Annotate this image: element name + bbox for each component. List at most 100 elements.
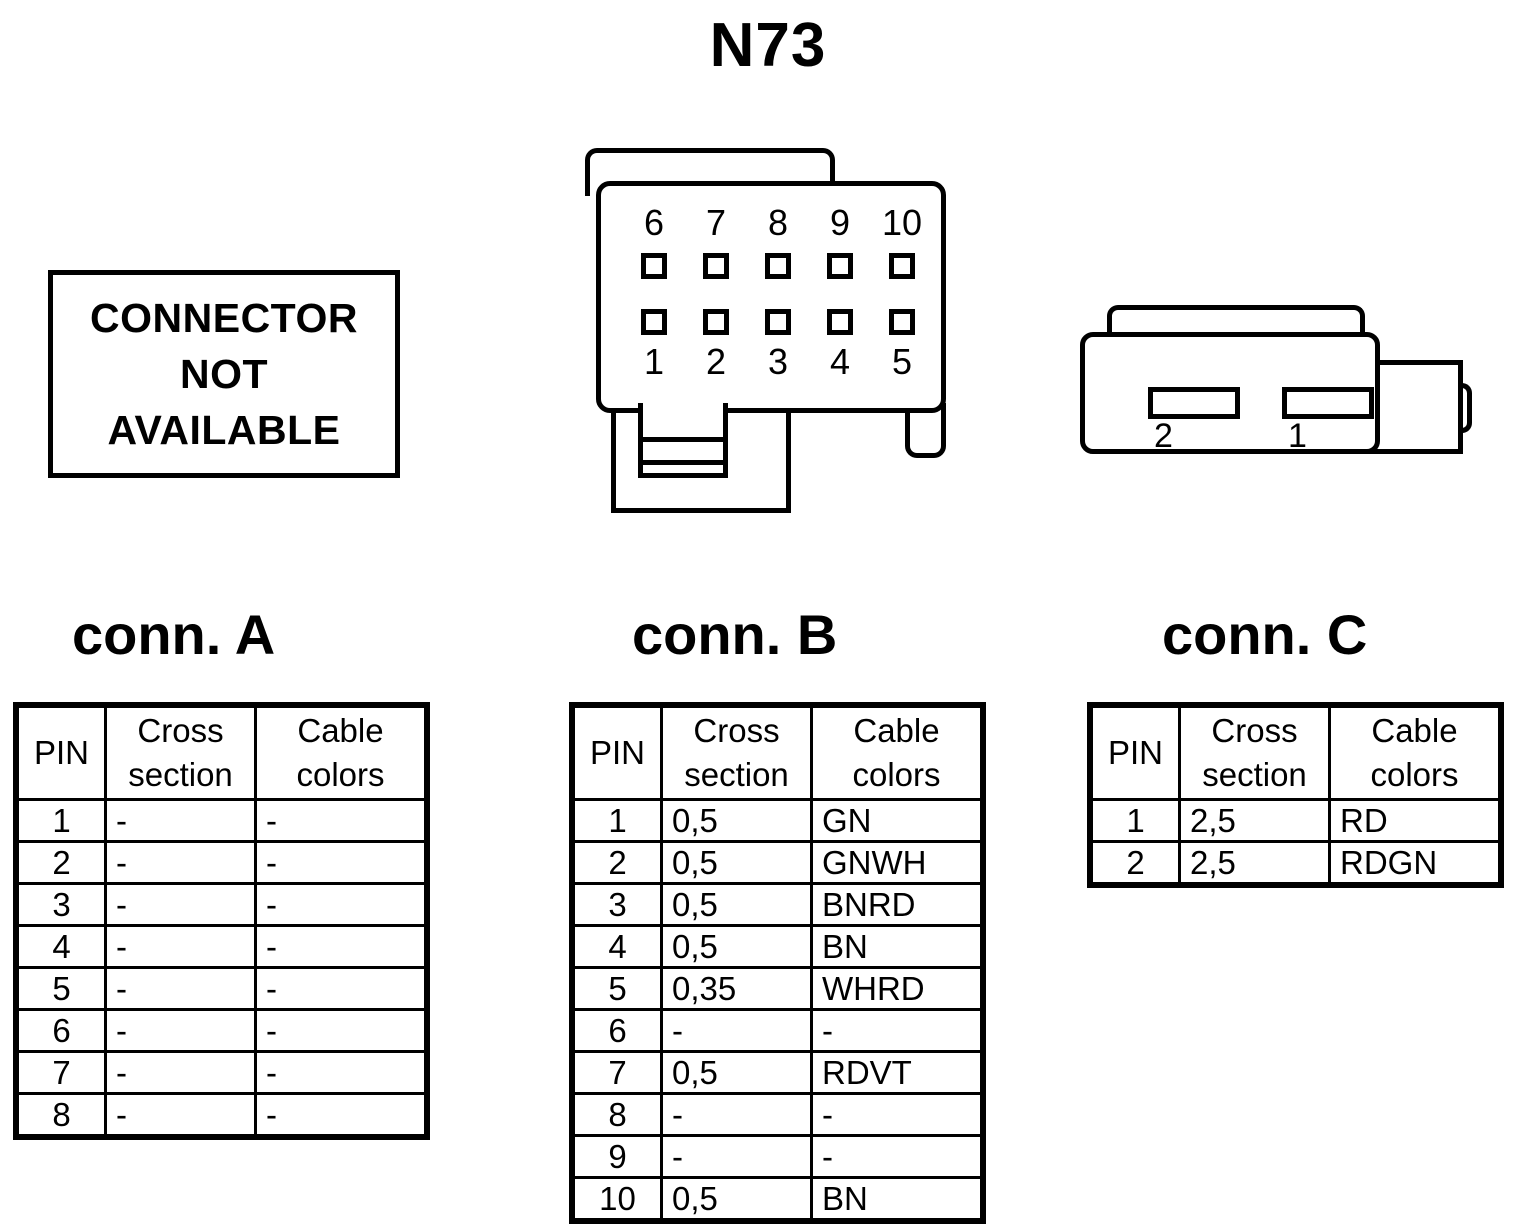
cell-cross-section: 0,5 [660, 924, 813, 969]
cell-pin: 4 [16, 924, 107, 969]
cell-cross-section: - [104, 882, 257, 927]
cell-pin: 2 [572, 840, 663, 885]
cell-pin: 7 [572, 1050, 663, 1095]
cell-cable-colors: - [810, 1134, 983, 1179]
connector-b-pin-label-5: 5 [891, 341, 913, 382]
connector-b-pin-socket-6 [641, 253, 667, 279]
cell-pin: 2 [16, 840, 107, 885]
cell-cross-section: - [104, 966, 257, 1011]
not-available-line-1: CONNECTOR [90, 295, 358, 341]
cell-cable-colors: - [810, 1008, 983, 1053]
cell-cross-section: - [660, 1134, 813, 1179]
connector-b-pin-label-3: 3 [767, 341, 789, 382]
cell-pin: 5 [16, 966, 107, 1011]
connector-b-pin-label-6: 6 [643, 202, 665, 243]
cell-cross-section: - [104, 840, 257, 885]
cell-pin: 5 [572, 966, 663, 1011]
cell-cable-colors: - [254, 840, 427, 885]
connector-b-pin-label-2: 2 [705, 341, 727, 382]
conn-a-pin-table: PIN Cross section Cable colors 1--2--3--… [13, 702, 430, 1140]
connector-b-pin-label-7: 7 [705, 202, 727, 243]
header-cable-colors-line1: Cable [853, 712, 940, 749]
cell-cross-section: 0,5 [660, 1050, 813, 1095]
cell-cable-colors: - [254, 1092, 427, 1137]
header-cross-section-line1: Cross [137, 712, 224, 749]
not-available-line-3: AVAILABLE [107, 407, 341, 453]
header-cross-section-line2: section [1202, 756, 1307, 793]
cell-cable-colors: - [254, 798, 427, 843]
table-row: 2-- [16, 840, 427, 885]
table-header-row: PIN Cross section Cable colors [1090, 705, 1501, 801]
heading-conn-a: conn. A [72, 603, 276, 666]
header-cross-section-line1: Cross [1211, 712, 1298, 749]
cell-pin: 1 [16, 798, 107, 843]
connector-b-pin-label-4: 4 [829, 341, 851, 382]
table-row: 4-- [16, 924, 427, 969]
cell-pin: 9 [572, 1134, 663, 1179]
connector-c-slot-2 [1148, 387, 1240, 419]
cell-cable-colors: RDGN [1328, 840, 1501, 885]
header-cross-section-line2: section [128, 756, 233, 793]
cell-cross-section: - [104, 1092, 257, 1137]
header-cable-colors-line2: colors [1370, 756, 1459, 793]
connector-b-latch [638, 403, 728, 478]
table-row: 6-- [572, 1008, 983, 1053]
header-cross-section: Cross section [660, 705, 813, 801]
heading-conn-b: conn. B [632, 603, 838, 666]
cell-cross-section: - [104, 1050, 257, 1095]
cell-pin: 8 [16, 1092, 107, 1137]
connector-b-pin-socket-10 [889, 253, 915, 279]
header-cable-colors-line1: Cable [1371, 712, 1458, 749]
connector-b-pin-socket-2 [703, 309, 729, 335]
connector-b-pin-label-10: 10 [881, 202, 923, 243]
cell-pin: 6 [572, 1008, 663, 1053]
header-pin: PIN [572, 705, 663, 801]
cell-cable-colors: - [254, 1008, 427, 1053]
cell-pin: 6 [16, 1008, 107, 1053]
cell-cable-colors: RD [1328, 798, 1501, 843]
table-row: 7-- [16, 1050, 427, 1095]
connector-b-pin-socket-7 [703, 253, 729, 279]
connector-c-drawing: 2 1 [1080, 305, 1500, 480]
connector-b-pin-label-9: 9 [829, 202, 851, 243]
cell-cable-colors: - [254, 966, 427, 1011]
connector-b-drawing: 6 7 8 9 10 1 2 3 4 5 [575, 148, 965, 528]
cell-cross-section: 0,5 [660, 840, 813, 885]
page-title: N73 [709, 11, 827, 80]
header-cable-colors: Cable colors [810, 705, 983, 801]
header-pin: PIN [16, 705, 107, 801]
connector-b-pin-socket-8 [765, 253, 791, 279]
cell-cross-section: 2,5 [1178, 840, 1331, 885]
cell-cross-section: 0,5 [660, 1176, 813, 1221]
cell-pin: 1 [1090, 798, 1181, 843]
header-cable-colors-line2: colors [852, 756, 941, 793]
header-cable-colors-line2: colors [296, 756, 385, 793]
connector-b-pin-label-8: 8 [767, 202, 789, 243]
connector-b-pin-socket-3 [765, 309, 791, 335]
connector-b-pin-layout: 6 7 8 9 10 1 2 3 4 5 [596, 181, 946, 413]
cell-cross-section: - [104, 798, 257, 843]
connector-c-slot-label-2: 2 [1154, 417, 1173, 455]
cell-cable-colors: GN [810, 798, 983, 843]
cell-cross-section: 2,5 [1178, 798, 1331, 843]
cell-cross-section: 0,5 [660, 798, 813, 843]
cell-cross-section: - [660, 1092, 813, 1137]
header-cable-colors: Cable colors [254, 705, 427, 801]
cell-cable-colors: - [810, 1092, 983, 1137]
cell-cross-section: - [104, 924, 257, 969]
cell-cable-colors: BN [810, 924, 983, 969]
header-cable-colors: Cable colors [1328, 705, 1501, 801]
table-row: 6-- [16, 1008, 427, 1053]
header-pin: PIN [1090, 705, 1181, 801]
cell-cross-section: 0,35 [660, 966, 813, 1011]
header-cross-section: Cross section [1178, 705, 1331, 801]
connector-b-latch-divider-2 [643, 460, 723, 465]
cell-cross-section: 0,5 [660, 882, 813, 927]
connector-b-pin-socket-5 [889, 309, 915, 335]
cell-cable-colors: BN [810, 1176, 983, 1221]
